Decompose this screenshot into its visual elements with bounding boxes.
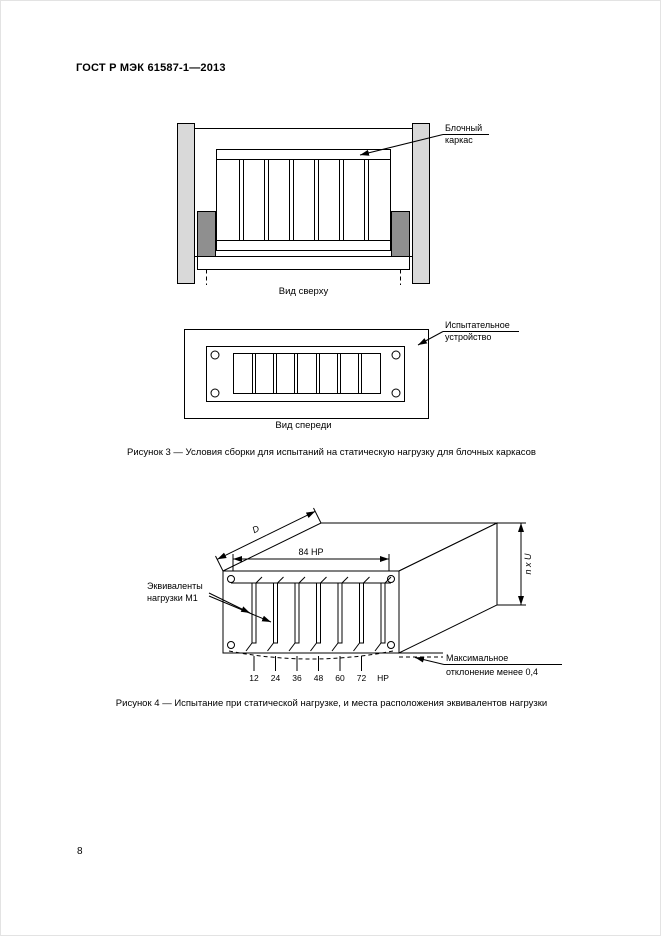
frame-slats (239, 159, 369, 241)
tick-label-36: 36 (292, 673, 302, 683)
figure4-caption: Рисунок 4 — Испытание при статической на… (115, 698, 548, 709)
tick-label-24: 24 (271, 673, 281, 683)
block-frame-label-line1: Блочный (445, 123, 482, 133)
top-view-caption: Вид сверху (278, 286, 329, 297)
block-frame-label-line2: каркас (445, 135, 473, 145)
deviation-label-line2: отклонение менее 0,4 (446, 667, 538, 677)
top-view-drawing (177, 123, 430, 285)
hp-extension-lines (253, 656, 362, 671)
height-dimension (497, 522, 526, 606)
base-plate (197, 256, 410, 270)
figure4-isometric-view: 84 HP D n x U Эквиваленты нагрузки M1 12… (147, 507, 562, 683)
leader-arrow (359, 134, 444, 156)
leader-arrow (417, 331, 444, 346)
block-frame-callout: Блочный каркас (359, 123, 489, 156)
document-header: ГОСТ Р МЭК 61587-1—2013 (76, 62, 226, 74)
test-device-label-line2: устройство (445, 332, 491, 342)
corner-block-right (391, 211, 410, 257)
front-slats (252, 353, 362, 394)
load-equivalents-label-line2: нагрузки M1 (147, 593, 198, 603)
tick-label-60: 60 (335, 673, 345, 683)
deviation-callout-lines (399, 652, 562, 665)
mounting-plate (206, 346, 405, 402)
figure3-caption: Рисунок 3 — Условия сборки для испытаний… (127, 447, 536, 458)
tick-label-48: 48 (314, 673, 324, 683)
figure3-top-view: Блочный каркас (177, 123, 489, 285)
load-label-leaders (208, 592, 272, 623)
depth-dimension (215, 507, 322, 572)
test-device-callout: Испытательное устройство (417, 320, 519, 346)
tick-label-12: 12 (249, 673, 259, 683)
subrack-opening (233, 353, 381, 394)
block-frame-outline (216, 149, 391, 251)
left-wall (177, 123, 195, 284)
width-dimension (232, 554, 390, 571)
height-dimension-label: n x U (523, 553, 533, 575)
test-device-label-line1: Испытательное (445, 320, 510, 330)
isometric-box (208, 507, 562, 671)
front-view-drawing (184, 329, 429, 419)
deviation-label-line1: Максимальное (446, 653, 508, 663)
tick-unit-label: HP (377, 673, 389, 683)
load-equivalent-slats (245, 576, 392, 652)
figure3-front-view: Испытательное устройство (184, 320, 519, 419)
right-wall (412, 123, 430, 284)
corner-screws (210, 350, 401, 398)
front-view-caption: Вид спереди (275, 420, 332, 431)
corner-block-left (197, 211, 216, 257)
load-equivalents-label-line1: Эквиваленты (147, 581, 203, 591)
depth-dimension-label: D (251, 523, 262, 535)
tick-label-72: 72 (357, 673, 367, 683)
hp-tick-labels: 12 24 36 48 60 72 HP (249, 673, 389, 683)
width-dimension-label: 84 HP (298, 547, 323, 557)
page-number: 8 (77, 846, 83, 857)
